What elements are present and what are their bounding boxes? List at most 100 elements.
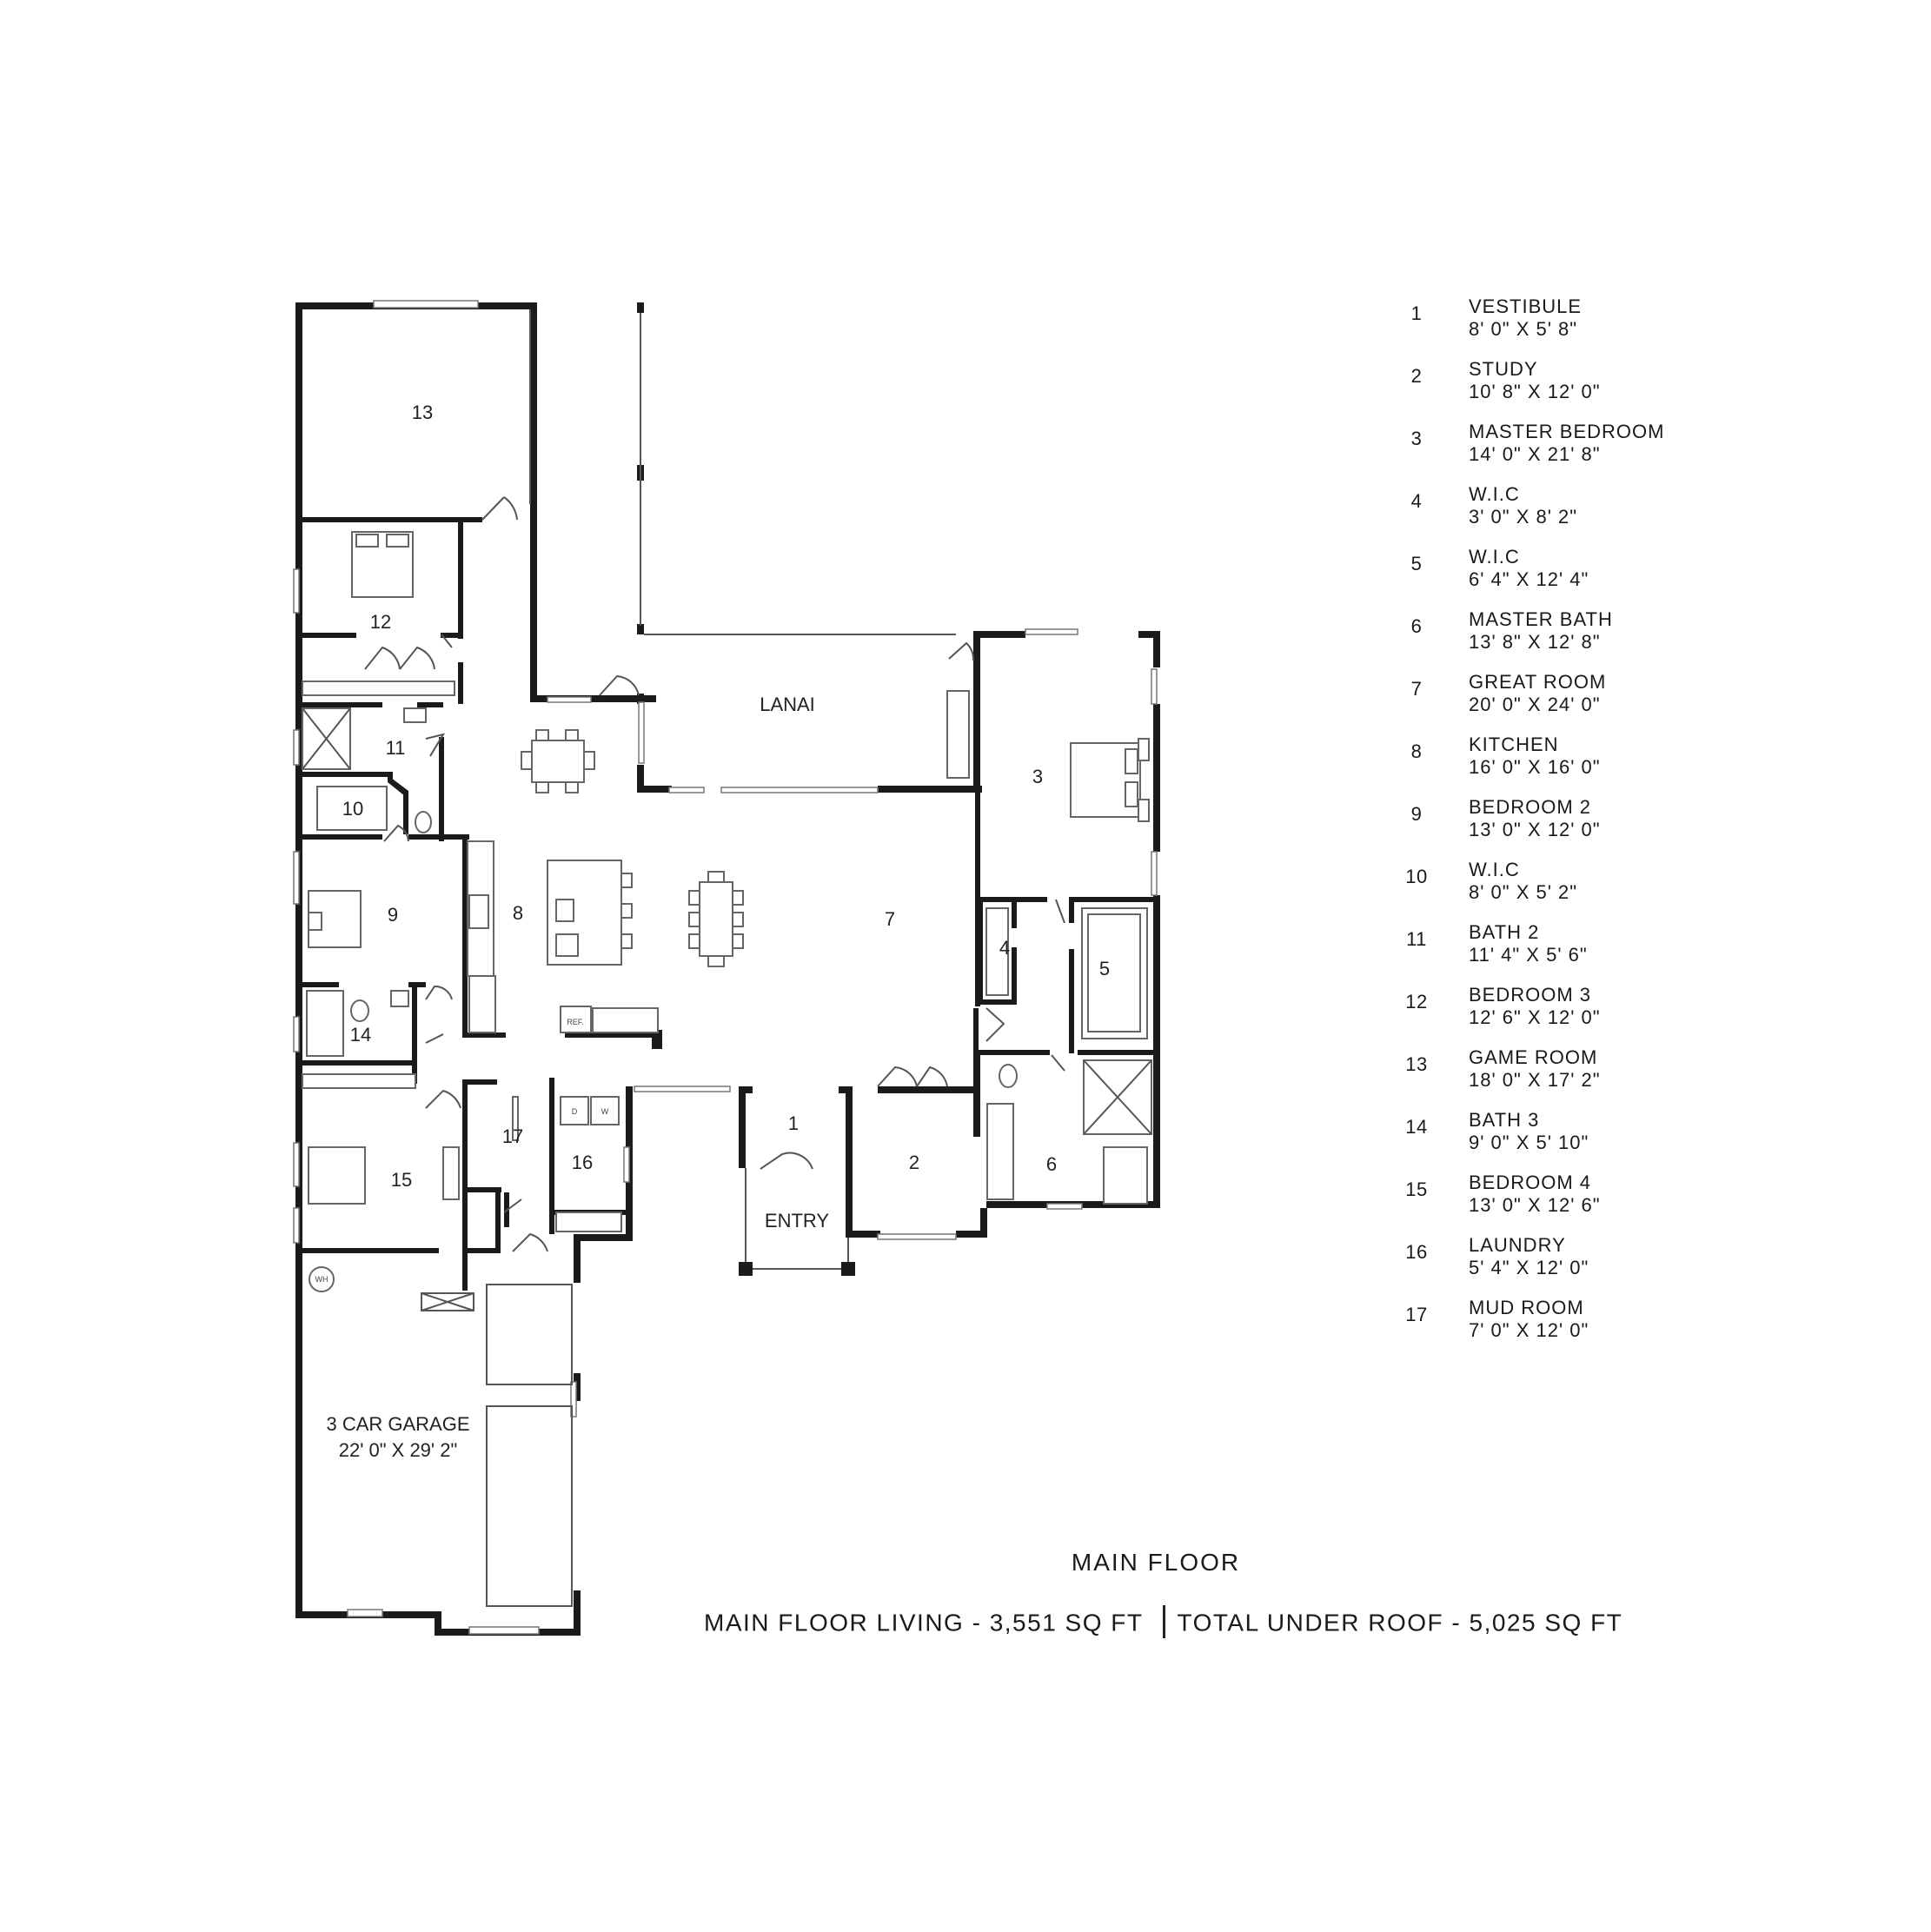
legend-room-dimensions: 6' 4" X 12' 4"	[1469, 568, 1589, 590]
legend-room-dimensions: 13' 0" X 12' 6"	[1469, 1194, 1601, 1216]
room-label-7: 7	[885, 908, 895, 930]
legend-number: 2	[1410, 365, 1423, 387]
legend-number: 9	[1410, 803, 1423, 825]
room-label-lanai: LANAI	[760, 694, 815, 715]
legend-room-name: MASTER BEDROOM	[1469, 421, 1665, 442]
legend-room-name: MASTER BATH	[1469, 608, 1613, 630]
room-label-12: 12	[370, 611, 391, 633]
legend-room-name: VESTIBULE	[1469, 295, 1583, 317]
legend-room-name: GREAT ROOM	[1469, 671, 1607, 693]
legend-number: 8	[1410, 740, 1423, 762]
legend-room-dimensions: 7' 0" X 12' 0"	[1469, 1319, 1589, 1341]
legend-number: 7	[1410, 678, 1423, 700]
legend-number: 10	[1405, 866, 1428, 887]
floor-title: MAIN FLOOR	[1071, 1549, 1241, 1576]
legend-room-dimensions: 13' 8" X 12' 8"	[1469, 631, 1601, 653]
legend-number: 15	[1405, 1178, 1428, 1200]
washer-label: W	[601, 1107, 609, 1116]
legend-number: 4	[1410, 490, 1423, 512]
legend-room-name: W.I.C	[1469, 859, 1520, 880]
legend-room-name: GAME ROOM	[1469, 1046, 1598, 1068]
room-labels: 13 12 11 10 9 8 14 15 17 16 LANAI 7 3 4 …	[315, 402, 1111, 1461]
main-floor-living-area: MAIN FLOOR LIVING - 3,551 SQ FT	[704, 1609, 1144, 1637]
room-label-6: 6	[1046, 1153, 1057, 1175]
legend-room-name: KITCHEN	[1469, 734, 1559, 755]
legend-room-name: STUDY	[1469, 358, 1538, 380]
garage-dimensions: 22' 0" X 29' 2"	[339, 1439, 458, 1461]
legend-number: 13	[1405, 1053, 1428, 1075]
fixtures	[302, 531, 1152, 1292]
legend-number: 11	[1406, 928, 1427, 950]
legend-room-dimensions: 20' 0" X 24' 0"	[1469, 694, 1601, 715]
legend-room-name: BEDROOM 4	[1469, 1172, 1592, 1193]
interior-walls	[295, 517, 1160, 1291]
ref-label: REF.	[567, 1018, 584, 1026]
windows	[293, 300, 1158, 1635]
room-label-11: 11	[386, 737, 406, 759]
legend-room-dimensions: 14' 0" X 21' 8"	[1469, 443, 1601, 465]
legend-number: 3	[1410, 428, 1423, 449]
room-label-5: 5	[1099, 958, 1110, 979]
legend-number: 5	[1410, 553, 1423, 574]
legend-room-dimensions: 8' 0" X 5' 8"	[1469, 318, 1578, 340]
separator	[1162, 1605, 1165, 1638]
legend-number: 6	[1410, 615, 1423, 637]
room-label-14: 14	[350, 1024, 371, 1046]
legend-room-dimensions: 8' 0" X 5' 2"	[1469, 881, 1578, 903]
legend-number: 1	[1410, 302, 1423, 324]
legend-room-dimensions: 18' 0" X 17' 2"	[1469, 1069, 1601, 1091]
room-label-8: 8	[513, 902, 523, 924]
legend-room-name: LAUNDRY	[1469, 1234, 1566, 1256]
dryer-label: D	[572, 1107, 578, 1116]
area-summary: MAIN FLOOR LIVING - 3,551 SQ FT TOTAL UND…	[704, 1605, 1623, 1641]
legend-room-dimensions: 13' 0" X 12' 0"	[1469, 819, 1601, 840]
room-label-9: 9	[388, 904, 398, 926]
legend-room-dimensions: 11' 4" X 5' 6"	[1469, 944, 1588, 966]
legend-room-name: BATH 2	[1469, 921, 1540, 943]
legend-number: 12	[1405, 991, 1428, 1012]
room-label-16: 16	[572, 1152, 593, 1173]
room-label-15: 15	[391, 1169, 412, 1191]
room-label-1: 1	[788, 1112, 799, 1134]
doors	[364, 496, 1065, 1252]
room-label-10: 10	[342, 798, 363, 820]
water-heater-label: WH	[315, 1275, 328, 1284]
legend-room-dimensions: 9' 0" X 5' 10"	[1469, 1132, 1589, 1153]
legend-room-dimensions: 5' 4" X 12' 0"	[1469, 1257, 1589, 1278]
legend-room-name: BATH 3	[1469, 1109, 1540, 1131]
total-under-roof-area: TOTAL UNDER ROOF - 5,025 SQ FT	[1177, 1609, 1623, 1637]
room-label-17: 17	[502, 1125, 523, 1147]
legend-number: 14	[1405, 1116, 1428, 1138]
legend-room-dimensions: 16' 0" X 16' 0"	[1469, 756, 1601, 778]
legend-number: 17	[1405, 1304, 1428, 1325]
garage-label: 3 CAR GARAGE	[326, 1413, 469, 1435]
legend-room-dimensions: 10' 8" X 12' 0"	[1469, 381, 1601, 402]
legend-number: 16	[1405, 1241, 1428, 1263]
room-label-13: 13	[412, 402, 433, 423]
room-label-4: 4	[999, 937, 1010, 959]
legend-room-name: MUD ROOM	[1469, 1297, 1584, 1318]
legend-room-name: W.I.C	[1469, 546, 1520, 568]
room-label-2: 2	[909, 1152, 919, 1173]
legend-room-name: BEDROOM 3	[1469, 984, 1592, 1006]
exterior-walls	[295, 302, 1160, 1636]
room-label-entry: ENTRY	[765, 1210, 829, 1232]
